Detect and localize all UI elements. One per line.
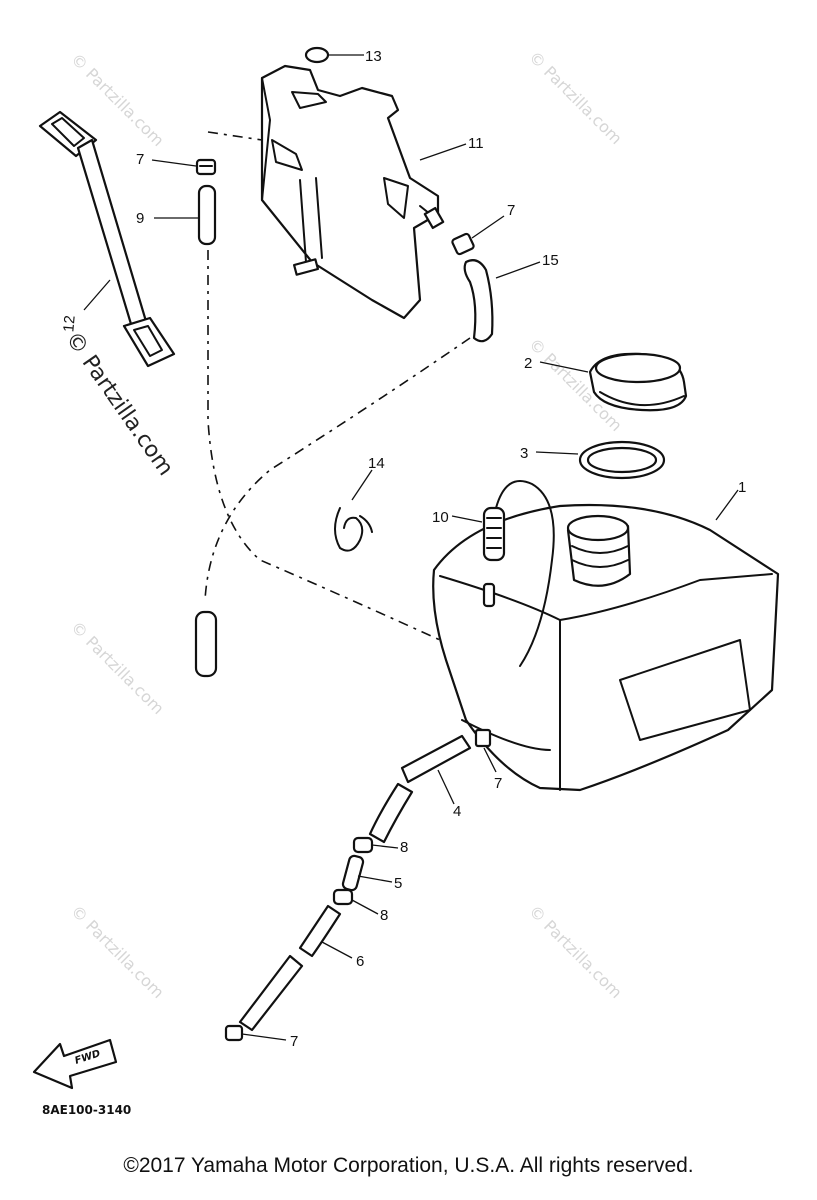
label-6: 6 (356, 953, 364, 970)
part-3-gasket[interactable] (535, 440, 666, 480)
part-7-clamp[interactable] (451, 215, 505, 256)
part-labels: 13 11 7 9 7 15 12 2 3 14 1 10 4 7 8 5 8 … (60, 48, 746, 1050)
part-5-fuel-filter[interactable] (341, 854, 393, 892)
label-12: 12 (60, 315, 78, 333)
part-10-breather-hose[interactable] (451, 480, 555, 667)
routing-line (204, 337, 471, 601)
watermark: © Partzilla.com (67, 617, 168, 718)
watermark: © Partzilla.com (525, 901, 626, 1002)
part-8-clamp[interactable] (352, 836, 399, 854)
label-7: 7 (290, 1033, 298, 1050)
part-12-strap[interactable] (38, 110, 176, 368)
part-9-hose[interactable] (154, 184, 217, 246)
label-15: 15 (542, 252, 559, 269)
label-5: 5 (394, 875, 402, 892)
part-7-clamp[interactable] (224, 1024, 287, 1042)
forward-arrow-icon: FWD (32, 1038, 118, 1090)
part-2-tank-cap[interactable] (539, 352, 688, 412)
routing-line (207, 131, 263, 141)
label-3: 3 (520, 445, 528, 462)
part-15-hose[interactable] (463, 259, 541, 343)
part-14-clip[interactable] (334, 469, 373, 552)
label-8: 8 (400, 839, 408, 856)
label-14: 14 (368, 455, 385, 472)
watermark: © Partzilla.com (67, 901, 168, 1002)
label-7: 7 (507, 202, 515, 219)
diagram-code: 8AE100-3140 (42, 1103, 131, 1117)
label-1: 1 (738, 479, 746, 496)
label-2: 2 (524, 355, 532, 372)
label-8: 8 (380, 907, 388, 924)
label-9: 9 (136, 210, 144, 227)
part-6-fuel-hose[interactable] (238, 904, 353, 1032)
part-7-clamp[interactable] (151, 158, 217, 176)
label-7: 7 (494, 775, 502, 792)
label-4: 4 (453, 803, 461, 820)
part-11-reservoir-tank[interactable] (260, 64, 467, 320)
part-1-fuel-tank[interactable] (432, 489, 780, 792)
label-10: 10 (432, 509, 449, 526)
copyright-notice: ©2017 Yamaha Motor Corporation, U.S.A. A… (123, 1154, 694, 1177)
label-11: 11 (468, 135, 484, 152)
watermark: © Partzilla.com (525, 47, 626, 148)
label-13: 13 (365, 48, 382, 65)
part-13-cap[interactable] (304, 46, 364, 64)
part-4-fuel-hose[interactable] (368, 734, 472, 844)
part-7-clamp[interactable] (474, 728, 497, 773)
part-8-clamp[interactable] (332, 888, 379, 915)
label-7: 7 (136, 151, 144, 168)
hose-end[interactable] (194, 610, 218, 678)
